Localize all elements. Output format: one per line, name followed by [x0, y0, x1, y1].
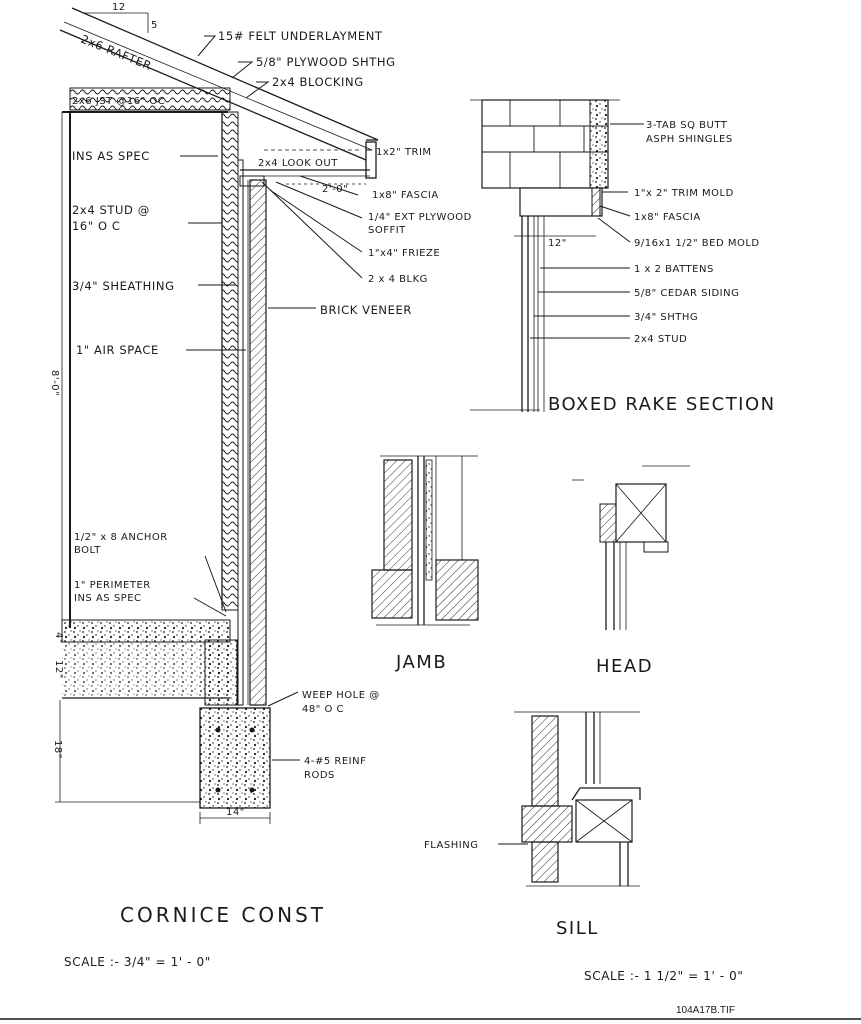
label-fascia: 1x8" FASCIA	[372, 190, 439, 201]
label-rake-shthg: 3/4" SHTHG	[634, 312, 698, 323]
label-rake-fascia: 1x8" FASCIA	[634, 212, 701, 223]
label-rake-dim: 12"	[548, 238, 567, 249]
label-stud-2: 16" O C	[72, 219, 121, 233]
label-ins: INS AS SPEC	[72, 149, 150, 163]
slope-run: 12	[112, 2, 126, 13]
label-frieze: 1"x4" FRIEZE	[368, 248, 440, 259]
stud-insulation	[221, 111, 239, 611]
footing-depth-dim: 18"	[52, 740, 63, 759]
brick-veneer	[249, 179, 267, 706]
scale-right: SCALE :- 1 1/2" = 1' - 0"	[584, 969, 744, 983]
cornice-section: 12 5	[49, 2, 472, 824]
label-trim: 1x2" TRIM	[376, 147, 432, 158]
cornice-title: CORNICE CONST	[120, 903, 326, 927]
label-sheathing: 3/4" SHEATHING	[72, 279, 175, 293]
label-bed-mold: 9/16x1 1/2" BED MOLD	[634, 238, 760, 249]
label-stud-1: 2x4 STUD @	[72, 203, 150, 217]
head-detail: HEAD	[572, 465, 690, 677]
label-bolt-1: 1/2" x 8 ANCHOR	[74, 532, 168, 543]
label-perim-1: 1" PERIMETER	[74, 580, 151, 591]
label-air: 1" AIR SPACE	[76, 343, 159, 357]
soffit-assembly	[239, 141, 377, 187]
roof-slope-indicator: 12 5	[84, 2, 158, 33]
label-rods-2: RODS	[304, 770, 335, 781]
label-shingles-2: ASPH SHINGLES	[646, 134, 733, 145]
label-siding: 5/8" CEDAR SIDING	[634, 288, 739, 299]
label-plywood: 5/8" PLYWOOD SHTHG	[256, 55, 396, 69]
label-brick: BRICK VENEER	[320, 303, 412, 317]
sheathing	[237, 159, 244, 706]
label-soffit-1: 1/4" EXT PLYWOOD	[368, 212, 472, 223]
label-battens: 1 x 2 BATTENS	[634, 264, 714, 275]
label-overhang: 2'-0"	[322, 184, 348, 195]
label-joist: 2x6 JST @16" OC	[72, 96, 165, 107]
label-weep-2: 48" O C	[302, 704, 344, 715]
jamb-title: JAMB	[395, 652, 447, 673]
label-footing-width: 14"	[226, 807, 245, 818]
label-soffit-2: SOFFIT	[368, 225, 406, 236]
foundation	[55, 619, 271, 824]
scale-left: SCALE :- 3/4" = 1' - 0"	[64, 955, 211, 969]
label-rake-stud: 2x4 STUD	[634, 334, 687, 345]
ceiling-joist	[62, 87, 231, 113]
label-weep-1: WEEP HOLE @	[302, 690, 380, 701]
sill-detail: FLASHING SILL	[424, 711, 641, 939]
label-flashing: FLASHING	[424, 840, 478, 851]
slab-dim: 4"	[53, 632, 64, 644]
boxed-rake-section: 3-TAB SQ BUTT ASPH SHINGLES 1"x 2" TRIM …	[470, 99, 776, 415]
label-lookout: 2x4 LOOK OUT	[258, 158, 338, 169]
label-blocking: 2x4 BLOCKING	[272, 75, 364, 89]
label-perim-2: INS AS SPEC	[74, 593, 142, 604]
label-trim-mold: 1"x 2" TRIM MOLD	[634, 188, 734, 199]
label-blkg: 2 x 4 BLKG	[368, 274, 428, 285]
gravel-dim: 12"	[53, 660, 64, 679]
label-rods-1: 4-#5 REINF	[304, 756, 366, 767]
label-felt: 15# FELT UNDERLAYMENT	[218, 29, 383, 43]
jamb-detail: JAMB	[371, 455, 479, 673]
rake-leaders	[530, 123, 644, 339]
head-title: HEAD	[596, 656, 653, 677]
cornice-leaders	[180, 35, 372, 761]
slope-rise: 5	[151, 20, 158, 31]
sill-title: SILL	[556, 918, 599, 939]
wall-height-dim: 8'-0"	[49, 370, 60, 396]
label-shingles-1: 3-TAB SQ BUTT	[646, 120, 728, 131]
rake-section-title: BOXED RAKE SECTION	[548, 394, 776, 415]
file-name: 104A17B.TIF	[676, 1005, 735, 1016]
label-bolt-2: BOLT	[74, 545, 101, 556]
